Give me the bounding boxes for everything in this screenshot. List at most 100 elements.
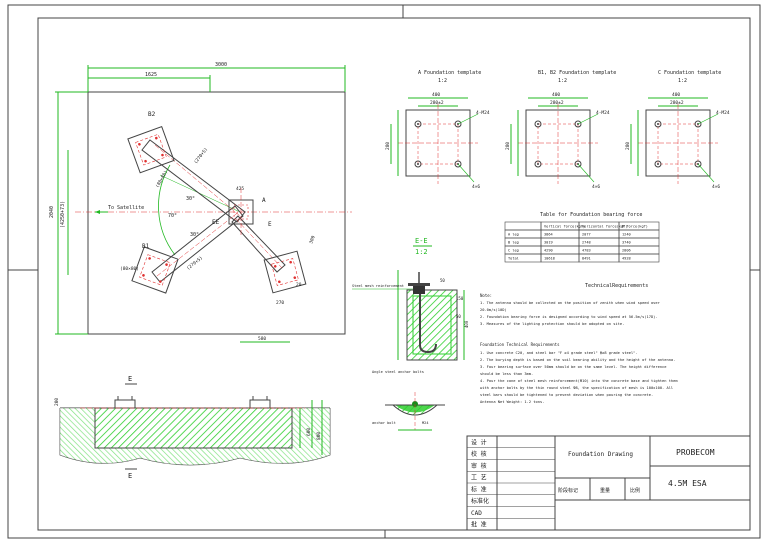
table-value: C leg <box>508 249 519 253</box>
template-bottom-note: 4×6 <box>712 184 720 190</box>
table-value: 4783 <box>582 249 591 253</box>
template-title: C Foundation template <box>658 70 721 76</box>
title-left-label: 批 准 <box>471 521 487 529</box>
table-value: Total <box>508 257 519 261</box>
table-value: 3864 <box>544 233 553 237</box>
bolt-hole <box>574 120 582 128</box>
section-dim-1: 50 <box>440 278 445 283</box>
bolt-hole <box>534 160 542 168</box>
section-bottom-note: Angle steel anchor bolts <box>372 370 424 374</box>
title-left-label: CAD <box>471 510 482 517</box>
template-dim-outer: 400 <box>552 92 560 98</box>
note-label: Note: <box>480 293 492 298</box>
template-bottom-note: 4×6 <box>592 184 600 190</box>
table-cell <box>504 221 542 231</box>
bolt-hole <box>414 160 422 168</box>
direction-label: To Satellite <box>108 205 144 211</box>
title-left-label: 校 核 <box>471 450 487 458</box>
pad-label-b1: B1 <box>142 243 150 250</box>
template-scale: 1:2 <box>678 78 687 84</box>
drawing-name: Foundation Drawing <box>568 451 633 458</box>
title-left-label: 工 艺 <box>471 474 487 482</box>
note-line: 1. The antenna should be collected on th… <box>480 301 661 305</box>
template-title: A Foundation template <box>418 70 481 76</box>
misc-dim-1: (270+5) <box>193 147 209 166</box>
dim-height: 2040 <box>49 206 55 218</box>
elev-dim-3: 800 <box>316 432 322 440</box>
section-dim-2: 400 <box>464 320 469 328</box>
bolt-hole <box>454 120 462 128</box>
title-left-label: 标准化 <box>471 497 489 505</box>
template-side-dim: 280 <box>385 142 391 150</box>
template-hole-callout: 4-M24 <box>596 110 610 116</box>
dim-partial-width: 1625 <box>145 72 157 78</box>
plan-view: 3000 1625 2040 (4250+73) To Satellite <box>49 62 352 343</box>
angle-label-1: 30° <box>186 196 195 202</box>
misc-dim-6: 300 <box>308 235 317 245</box>
pad-label-b2: B2 <box>148 111 156 118</box>
template-2: B1, B2 Foundation template1:2400280±2280… <box>505 70 616 190</box>
template-dim-outer: 400 <box>432 92 440 98</box>
inner-border <box>37 17 751 531</box>
bolt-hole <box>694 160 702 168</box>
foundation-label-ee: EE <box>212 219 220 226</box>
table-header: M force(kgf) <box>622 225 648 229</box>
scale-label: 比例 <box>630 487 640 494</box>
section-left-note: Steel mesh reinforcement <box>352 284 404 288</box>
company-name: PROBECOM <box>676 448 715 457</box>
bolt-hole <box>654 160 662 168</box>
elev-dim-2: 600 <box>306 428 312 436</box>
table-value: 4290 <box>544 249 553 253</box>
section-view: E-E 1:2 Steel mesh reinforcement Angle s… <box>352 237 469 431</box>
detail-note-1: anchor bolt <box>372 421 396 425</box>
table-value: 10618 <box>544 257 555 261</box>
template-hole-callout: 4-M24 <box>476 110 490 116</box>
template-title: B1, B2 Foundation template <box>538 70 616 76</box>
foundation-note-line: should be less than 3mm. <box>480 372 533 376</box>
table-cell <box>618 253 660 263</box>
table-value: 3019 <box>544 241 553 245</box>
elevation-view: E E 200 600 800 <box>54 375 331 480</box>
misc-dim-8: 20 <box>296 282 302 288</box>
bolt-hole <box>694 120 702 128</box>
requirements-heading: TechnicalRequirements <box>585 283 648 289</box>
foundation-note-line: 2. The burying depth is based on the soi… <box>480 358 675 362</box>
stage-mark-label: 阶段标记 <box>558 487 578 494</box>
template-dim-inner: 280±2 <box>550 100 564 106</box>
elevation-label-bottom: E <box>128 472 132 480</box>
template-dim-inner: 280±2 <box>670 100 684 106</box>
template-side-dim: 280 <box>505 142 511 150</box>
title-left-label: 设 计 <box>471 438 487 446</box>
angle-label-2: 70° <box>168 213 177 219</box>
angle-label-3: 30° <box>190 232 199 238</box>
notes-lines: 1. The antenna should be collected on th… <box>480 301 661 326</box>
bolt-hole <box>574 160 582 168</box>
foundation-note-line: 1. Use concrete C20, and steel bar "F ≥4… <box>480 351 638 355</box>
bolt-hole <box>414 120 422 128</box>
table-value: 8491 <box>582 257 591 261</box>
elevation-label-top: E <box>128 375 132 383</box>
table-header: Horizontal force(kgf) <box>582 225 627 229</box>
foundation-note-line: 3. Four bearing surface over 50mm should… <box>480 365 667 369</box>
misc-dim-3: 425 <box>236 186 244 192</box>
foundation-heading: Foundation Technical Requirements <box>480 342 560 347</box>
section-dim-4: 50 <box>456 314 461 319</box>
misc-dim-7: 580 <box>258 336 266 342</box>
template-1: A Foundation template 1:2 400 280±2 280 4-M24… <box>385 70 490 190</box>
template-side-dim: 280 <box>625 142 631 150</box>
notes-block: Note: 1. The antenna should be collected… <box>480 293 678 404</box>
table-value: 2806 <box>622 249 631 253</box>
section-scale: 1:2 <box>415 248 428 256</box>
table-value: 3740 <box>622 241 631 245</box>
table-value: A leg <box>508 233 519 237</box>
template-scale: 1:2 <box>438 78 447 84</box>
section-title: E-E <box>415 237 428 245</box>
dim-total-width: 3000 <box>215 62 227 68</box>
table-value: B leg <box>508 241 519 245</box>
table-value: 4928 <box>622 257 631 261</box>
note-line: 2. Foundation bearing force is designed … <box>480 315 658 319</box>
template-dim-inner: 280±2 <box>430 100 444 106</box>
foundation-label-e: E <box>268 221 272 228</box>
